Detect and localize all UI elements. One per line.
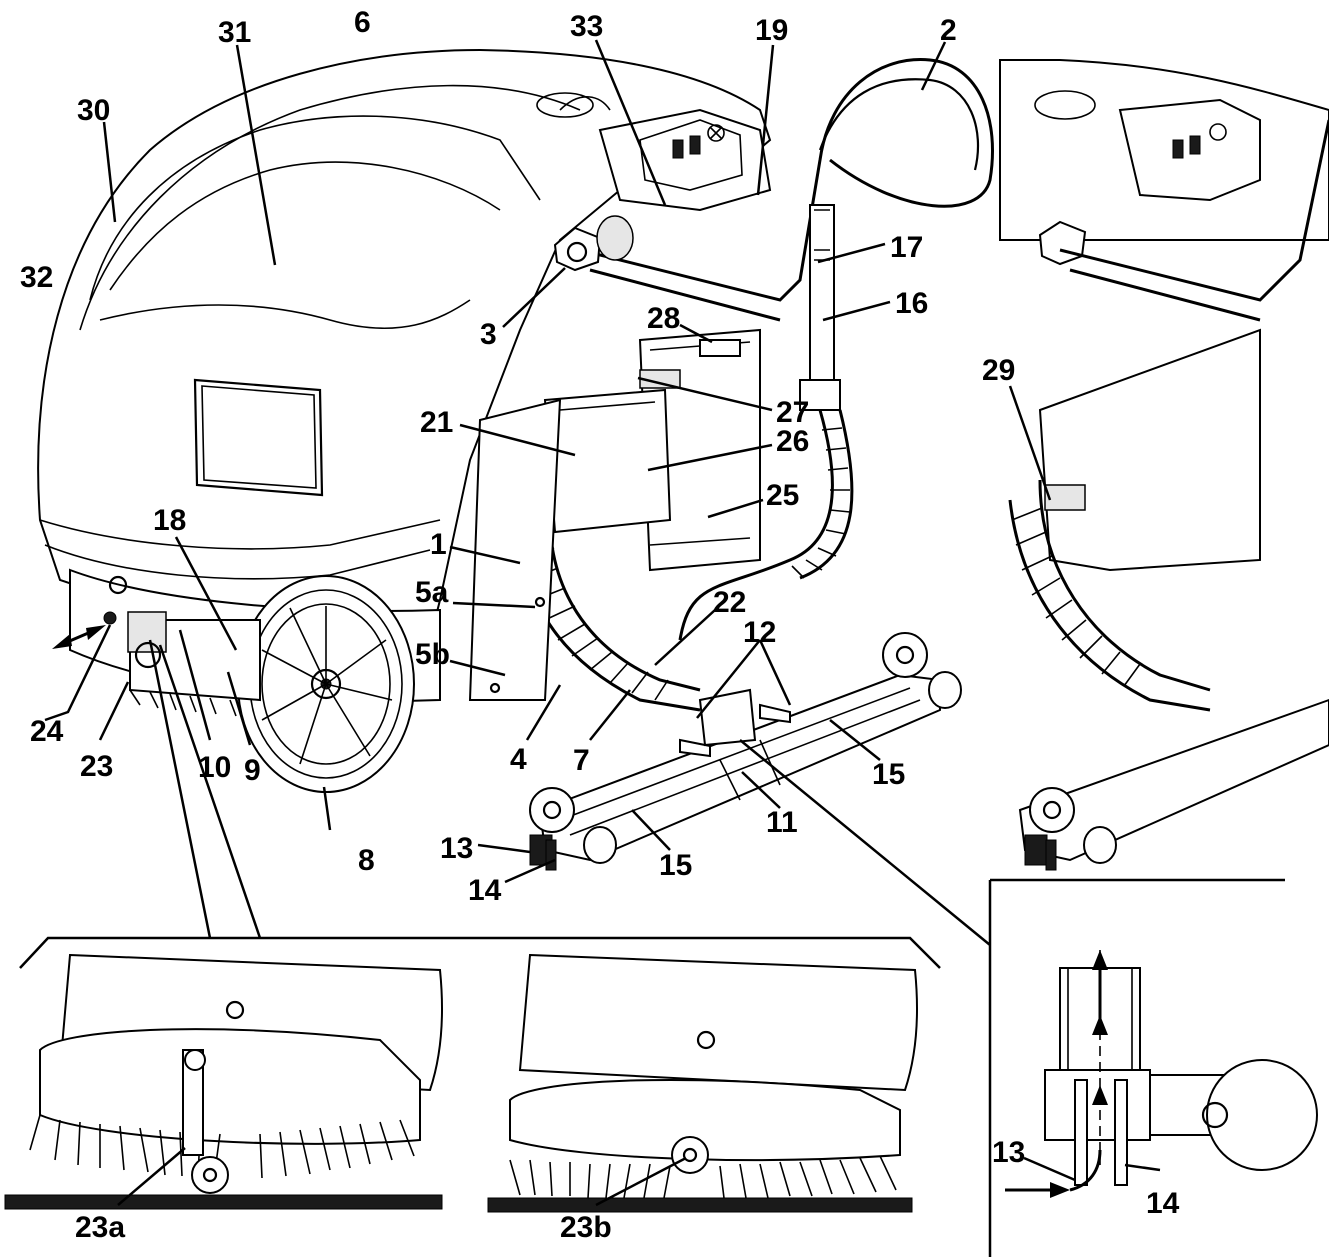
side-view-labels: 29 xyxy=(982,354,1015,387)
label-23: 23 xyxy=(80,750,113,783)
label-16: 16 xyxy=(895,287,928,320)
label-21: 21 xyxy=(420,406,453,439)
main-view-drawing xyxy=(37,48,994,871)
label-12: 12 xyxy=(743,616,776,649)
label-23b: 23b xyxy=(560,1211,612,1244)
label-14-detail: 14 xyxy=(1146,1187,1180,1220)
label-13: 13 xyxy=(440,832,473,865)
label-13-detail: 13 xyxy=(992,1136,1025,1169)
label-31: 31 xyxy=(218,16,251,49)
label-3: 3 xyxy=(480,318,497,351)
label-6: 6 xyxy=(354,6,371,39)
label-19: 19 xyxy=(755,14,788,47)
label-17: 17 xyxy=(890,231,923,264)
label-23a: 23a xyxy=(75,1211,125,1244)
label-8: 8 xyxy=(358,844,375,877)
label-18: 18 xyxy=(153,504,186,537)
leader-lines xyxy=(44,39,1161,1207)
label-1: 1 xyxy=(430,528,447,561)
label-33: 33 xyxy=(570,10,603,43)
detail-squeegee xyxy=(1005,950,1318,1198)
label-27: 27 xyxy=(776,396,809,429)
label-5b: 5b xyxy=(415,638,450,671)
label-10: 10 xyxy=(198,751,231,784)
zoom-lines-squeegee xyxy=(739,739,1285,1257)
label-11: 11 xyxy=(766,806,798,839)
label-7: 7 xyxy=(573,744,590,777)
label-26: 26 xyxy=(776,425,809,458)
label-15-right: 15 xyxy=(872,758,905,791)
label-32: 32 xyxy=(20,261,53,294)
label-22: 22 xyxy=(713,586,746,619)
double-arrow-icon xyxy=(52,625,106,649)
main-view-labels: 31 6 33 19 2 30 32 3 17 16 28 27 21 26 2… xyxy=(20,6,957,907)
zoom-lines-brush xyxy=(19,639,941,969)
label-5a: 5a xyxy=(415,576,449,609)
label-4: 4 xyxy=(510,743,527,776)
label-30: 30 xyxy=(77,94,110,127)
label-15-left: 15 xyxy=(659,849,692,882)
label-14: 14 xyxy=(468,874,502,907)
detail-brush-23b xyxy=(487,953,918,1213)
detail-brush-23a xyxy=(4,953,443,1210)
label-2: 2 xyxy=(940,14,957,47)
label-24: 24 xyxy=(30,715,64,748)
side-view-drawing xyxy=(999,59,1329,871)
detail-labels: 23a 23b 13 14 xyxy=(75,1136,1180,1244)
label-29: 29 xyxy=(982,354,1015,387)
label-28: 28 xyxy=(647,302,680,335)
label-9: 9 xyxy=(244,754,261,787)
label-25: 25 xyxy=(766,479,799,512)
